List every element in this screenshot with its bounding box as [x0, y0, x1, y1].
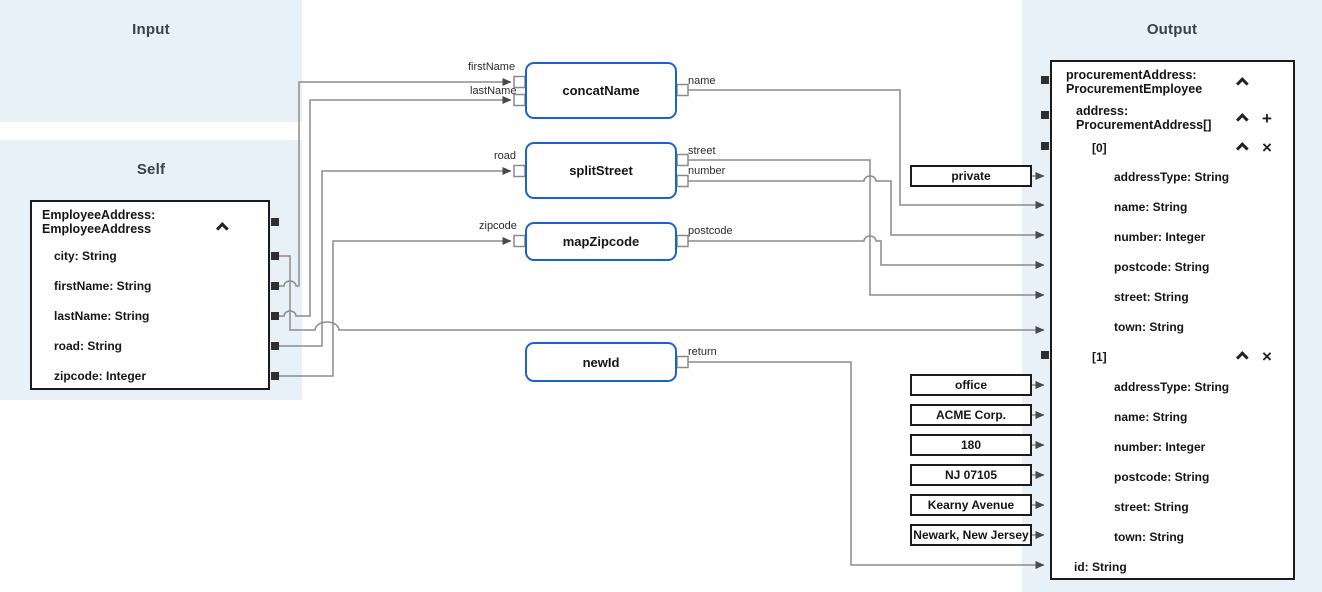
connector-return-to-id[interactable] — [683, 361, 1045, 569]
target-port-element1[interactable] — [1041, 351, 1049, 359]
port-label-road: road — [494, 150, 517, 162]
port-label-zipcode: zipcode — [479, 220, 517, 232]
target-field-number-0[interactable]: number: Integer — [1114, 230, 1206, 244]
target-port-root[interactable] — [1041, 76, 1049, 84]
source-port-root[interactable] — [271, 218, 279, 226]
connector-number-to-number0[interactable] — [683, 175, 1045, 239]
source-box-title: EmployeeAddress: EmployeeAddress — [42, 208, 156, 236]
function-box-concatname[interactable]: concatName — [525, 62, 677, 119]
remove-element1-button[interactable]: × — [1262, 347, 1272, 366]
connector-postcode-to-postcode0[interactable] — [683, 235, 1045, 269]
connector-street-to-street0[interactable] — [683, 159, 1045, 299]
add-element-button[interactable]: + — [1262, 109, 1272, 128]
constant-box-newark-new-jersey[interactable]: Newark, New Jersey — [910, 524, 1032, 546]
target-field-town-1[interactable]: town: String — [1114, 530, 1184, 544]
source-port-zipcode[interactable] — [271, 372, 279, 380]
constant-box-private[interactable]: private — [910, 165, 1032, 187]
target-field-name-1[interactable]: name: String — [1114, 410, 1188, 424]
constant-box-kearny-avenue[interactable]: Kearny Avenue — [910, 494, 1032, 516]
port-label-number: number — [688, 165, 726, 177]
connector-road-to-splitstreet[interactable] — [275, 167, 512, 347]
collapse-toggle-employeeaddress[interactable] — [212, 221, 229, 235]
port-label-lastname: lastName — [470, 85, 517, 97]
target-field-id[interactable]: id: String — [1074, 560, 1127, 574]
panel-self-title: Self — [136, 161, 166, 178]
target-row-root[interactable]: procurementAddress: ProcurementEmployee — [1052, 66, 1293, 100]
port-label-name: name — [688, 75, 716, 87]
target-box-procurementemployee[interactable]: procurementAddress: ProcurementEmployee … — [1050, 60, 1295, 580]
connector-city-to-town0[interactable] — [275, 255, 1045, 334]
target-field-number-1[interactable]: number: Integer — [1114, 440, 1206, 454]
constant-box-nj-07105[interactable]: NJ 07105 — [910, 464, 1032, 486]
target-field-postcode-1[interactable]: postcode: String — [1114, 470, 1210, 484]
target-port-element0[interactable] — [1041, 142, 1049, 150]
constant-box-acme-corp[interactable]: ACME Corp. — [910, 404, 1032, 426]
mapzipcode-input-port-zipcode[interactable] — [513, 234, 526, 248]
splitstreet-input-port-road[interactable] — [513, 164, 526, 178]
source-field-zipcode[interactable]: zipcode: Integer — [54, 369, 147, 383]
target-field-addresstype-1[interactable]: addressType: String — [1114, 380, 1230, 394]
target-field-name-0[interactable]: name: String — [1114, 200, 1188, 214]
collapse-toggle-address[interactable] — [1232, 112, 1249, 126]
splitstreet-output-port-number[interactable] — [676, 174, 689, 188]
target-field-addresstype-0[interactable]: addressType: String — [1114, 170, 1230, 184]
panel-input: Input — [0, 0, 302, 122]
target-field-postcode-0[interactable]: postcode: String — [1114, 260, 1210, 274]
connector-name-to-name0[interactable] — [683, 89, 1045, 209]
port-label-street: street — [688, 145, 716, 157]
target-row-element1[interactable]: [1] × — [1052, 342, 1293, 372]
source-port-city[interactable] — [271, 252, 279, 260]
source-field-firstname[interactable]: firstName: String — [54, 279, 152, 293]
source-port-lastname[interactable] — [271, 312, 279, 320]
function-box-splitstreet[interactable]: splitStreet — [525, 142, 677, 199]
source-port-road[interactable] — [271, 342, 279, 350]
target-field-town-0[interactable]: town: String — [1114, 320, 1184, 334]
function-box-newid[interactable]: newId — [525, 342, 677, 382]
target-row-element0[interactable]: [0] × — [1052, 133, 1293, 163]
source-field-road[interactable]: road: String — [54, 339, 122, 353]
constant-box-office[interactable]: office — [910, 374, 1032, 396]
connector-firstname-to-concatname[interactable] — [275, 78, 512, 287]
source-box-employeeaddress[interactable]: EmployeeAddress: EmployeeAddress city: S… — [30, 200, 270, 390]
newid-output-port-return[interactable] — [676, 355, 689, 369]
mapzipcode-output-port-postcode[interactable] — [676, 234, 689, 248]
function-box-mapzipcode[interactable]: mapZipcode — [525, 222, 677, 261]
collapse-toggle-root[interactable] — [1232, 76, 1249, 90]
panel-output-title: Output — [1146, 21, 1198, 38]
connector-lastname-to-concatname[interactable] — [275, 96, 512, 317]
collapse-toggle-element0[interactable] — [1232, 141, 1249, 155]
source-port-firstname[interactable] — [271, 282, 279, 290]
port-label-postcode: postcode — [688, 225, 733, 237]
target-row-address[interactable]: address: ProcurementAddress[] + — [1052, 102, 1293, 136]
target-field-street-1[interactable]: street: String — [1114, 500, 1189, 514]
port-label-return: return — [688, 346, 717, 358]
target-field-street-0[interactable]: street: String — [1114, 290, 1189, 304]
port-label-firstname: firstName — [468, 61, 516, 73]
remove-element0-button[interactable]: × — [1262, 138, 1272, 157]
concatname-output-port-name[interactable] — [676, 83, 689, 97]
chevron-up-icon — [1235, 141, 1249, 155]
connector-zipcode-to-mapzipcode[interactable] — [275, 237, 512, 377]
splitstreet-output-port-street[interactable] — [676, 153, 689, 167]
panel-input-title: Input — [132, 21, 170, 38]
collapse-toggle-element1[interactable] — [1232, 350, 1249, 364]
target-port-address[interactable] — [1041, 111, 1049, 119]
chevron-up-icon — [1235, 350, 1249, 364]
constant-box-180[interactable]: 180 — [910, 434, 1032, 456]
source-field-city[interactable]: city: String — [54, 249, 117, 263]
source-field-lastname[interactable]: lastName: String — [54, 309, 150, 323]
